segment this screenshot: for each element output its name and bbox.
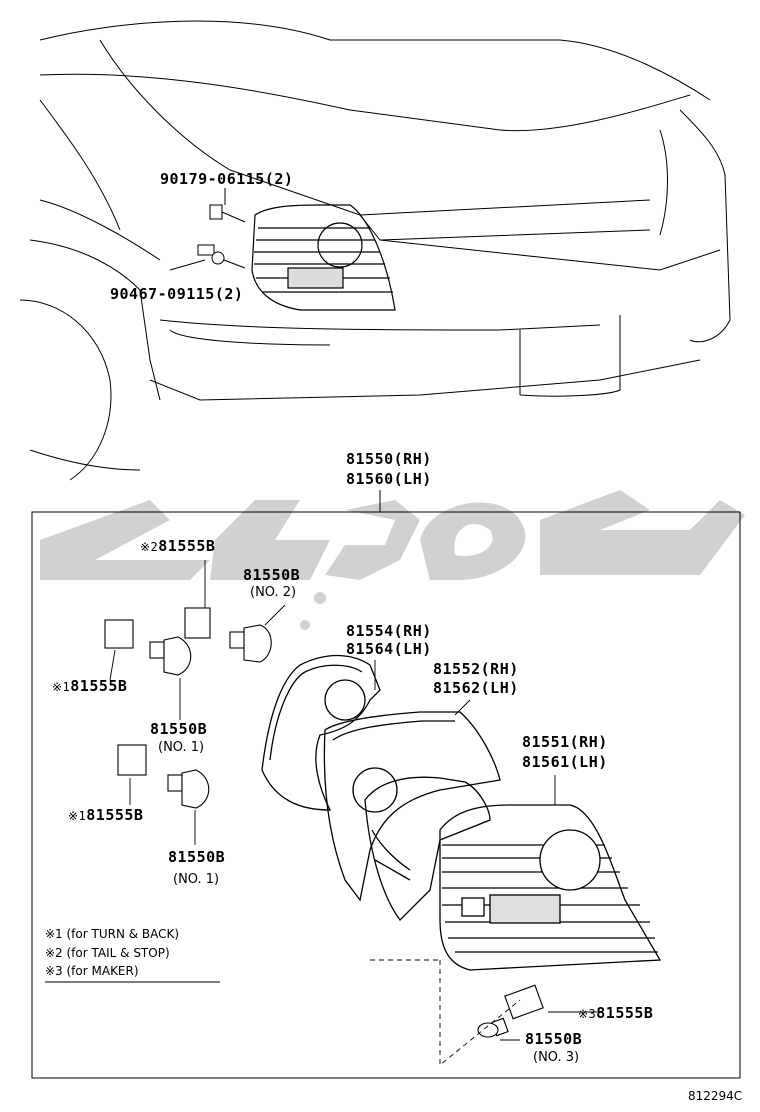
part-number-housing-lh: 81562(LH)	[433, 679, 519, 697]
bulb-no1a-sub: (NO. 1)	[158, 740, 205, 755]
part-number-socket-turn-1: ※181555B	[52, 677, 127, 696]
assembly-frame	[31, 511, 741, 1079]
screw-icon	[197, 204, 246, 269]
note-1: ※1 (for TURN & BACK)	[45, 927, 180, 941]
vehicle-rear-outline	[19, 20, 731, 481]
mark-2: ※2	[140, 540, 159, 554]
lamp-lens	[439, 804, 662, 971]
lamp-housing	[323, 711, 501, 902]
socket-turn-2-label: 81555B	[86, 806, 144, 824]
bulb-icon	[149, 624, 509, 1038]
bulb-no1b-sub: (NO. 1)	[173, 872, 220, 887]
part-number-90179-06115: 90179-06115(2)	[160, 170, 294, 188]
part-number-assy-rh: 81550(RH)	[346, 450, 432, 468]
part-number-gasket-rh: 81554(RH)	[346, 622, 432, 640]
part-leader-lines	[45, 560, 600, 1066]
part-number-90467-09115: 90467-09115(2)	[110, 285, 244, 303]
reflector	[364, 776, 491, 921]
socket-marker-label: 81555B	[596, 1004, 654, 1022]
socket-tail-label: 81555B	[158, 537, 216, 555]
diagram-code: 812294C	[688, 1089, 743, 1103]
part-number-bulb-no1a: 81550B	[150, 720, 208, 738]
bulb-no2-sub: (NO. 2)	[250, 585, 297, 600]
part-number-socket-tail: ※281555B	[140, 537, 215, 556]
leader-lines	[169, 188, 381, 512]
watermark-logo	[40, 490, 745, 630]
mark-1: ※1	[52, 680, 71, 694]
part-number-bulb-no2: 81550B	[243, 566, 301, 584]
gasket	[261, 654, 381, 811]
part-number-bulb-no1b: 81550B	[168, 848, 226, 866]
part-number-socket-turn-2: ※181555B	[68, 806, 143, 825]
part-number-housing-rh: 81552(RH)	[433, 660, 519, 678]
socket-turn-1-label: 81555B	[70, 677, 128, 695]
note-2: ※2 (for TAIL & STOP)	[45, 946, 170, 960]
socket-icon	[104, 607, 544, 1020]
tail-lamp-on-vehicle	[251, 204, 396, 311]
part-number-gasket-lh: 81564(LH)	[346, 640, 432, 658]
mark-3: ※3	[578, 1007, 597, 1021]
part-number-socket-marker: ※381555B	[578, 1004, 653, 1023]
part-number-lens-rh: 81551(RH)	[522, 733, 608, 751]
note-3: ※3 (for MAKER)	[45, 964, 139, 978]
mark-1b: ※1	[68, 809, 87, 823]
part-number-bulb-no3: 81550B	[525, 1030, 583, 1048]
bulb-no3-sub: (NO. 3)	[533, 1050, 580, 1065]
part-number-assy-lh: 81560(LH)	[346, 470, 432, 488]
part-number-lens-lh: 81561(LH)	[522, 753, 608, 771]
